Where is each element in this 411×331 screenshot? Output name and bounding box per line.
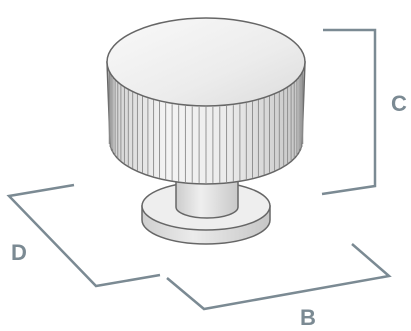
dimension-b-label: B <box>300 305 316 330</box>
dimension-d-bracket <box>6 183 161 288</box>
dimension-b-bracket <box>166 243 392 311</box>
knob-top-face <box>106 17 306 107</box>
knob-knurl-ridges <box>108 66 304 183</box>
dimension-lines <box>6 28 392 311</box>
dimension-c-bracket <box>321 28 377 196</box>
dimension-d-label: D <box>11 240 27 265</box>
knob-illustration <box>106 17 306 245</box>
dimension-c-label: C <box>391 91 407 116</box>
